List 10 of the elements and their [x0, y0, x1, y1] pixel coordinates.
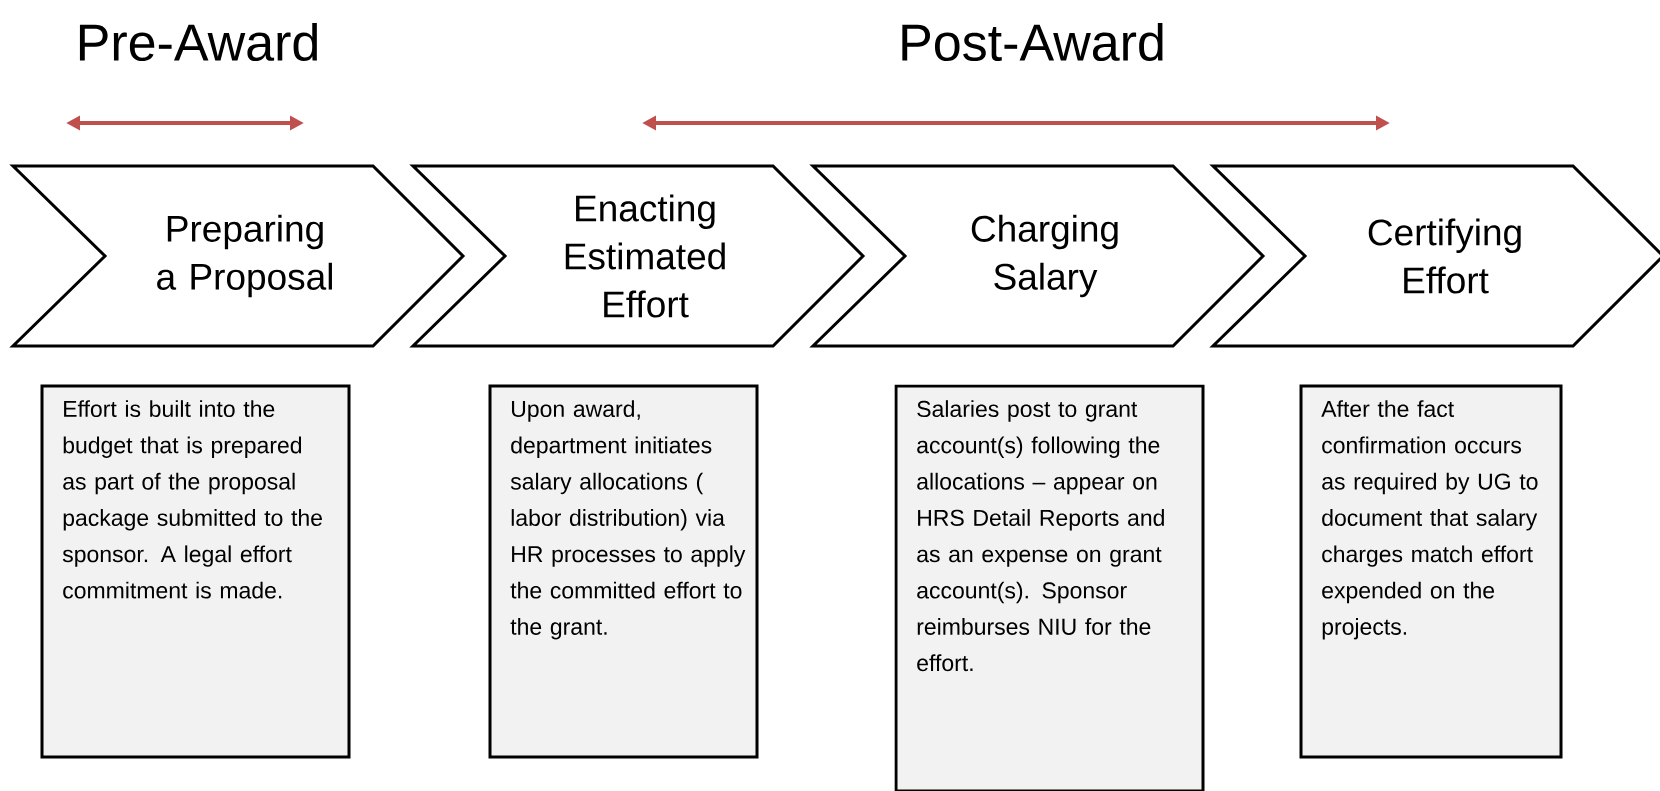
phase-heading: Pre-Award	[79, 22, 317, 62]
description-box: Salaries post to grant account(s) following the allocations – appear on HRS Detail Reports and as an expense on grant account(s). Sponsor reimburses NIU for the effort.	[894, 384, 1205, 791]
description-box: Effort is built into the budget that is prepared as part of the proposal package submitted to the sponsor. A legal effort commitment is made.	[40, 384, 351, 759]
description-box: Upon award, department initiates salary allocations ( labor distribution) via HR processes to apply the committed effort to the grant.	[488, 384, 759, 759]
description-box: After the fact confirmation occurs as required by UG to document that salary charges match effort expended on the projects.	[1299, 384, 1563, 759]
process-step-box: Certifying Effort	[1209, 164, 1660, 348]
phase-heading: Post-Award	[902, 22, 1163, 62]
process-step-box: Preparing a Proposal	[9, 164, 466, 348]
process-step-box: Charging Salary	[809, 164, 1266, 348]
process-step-box: Enacting Estimated Effort	[409, 164, 866, 348]
